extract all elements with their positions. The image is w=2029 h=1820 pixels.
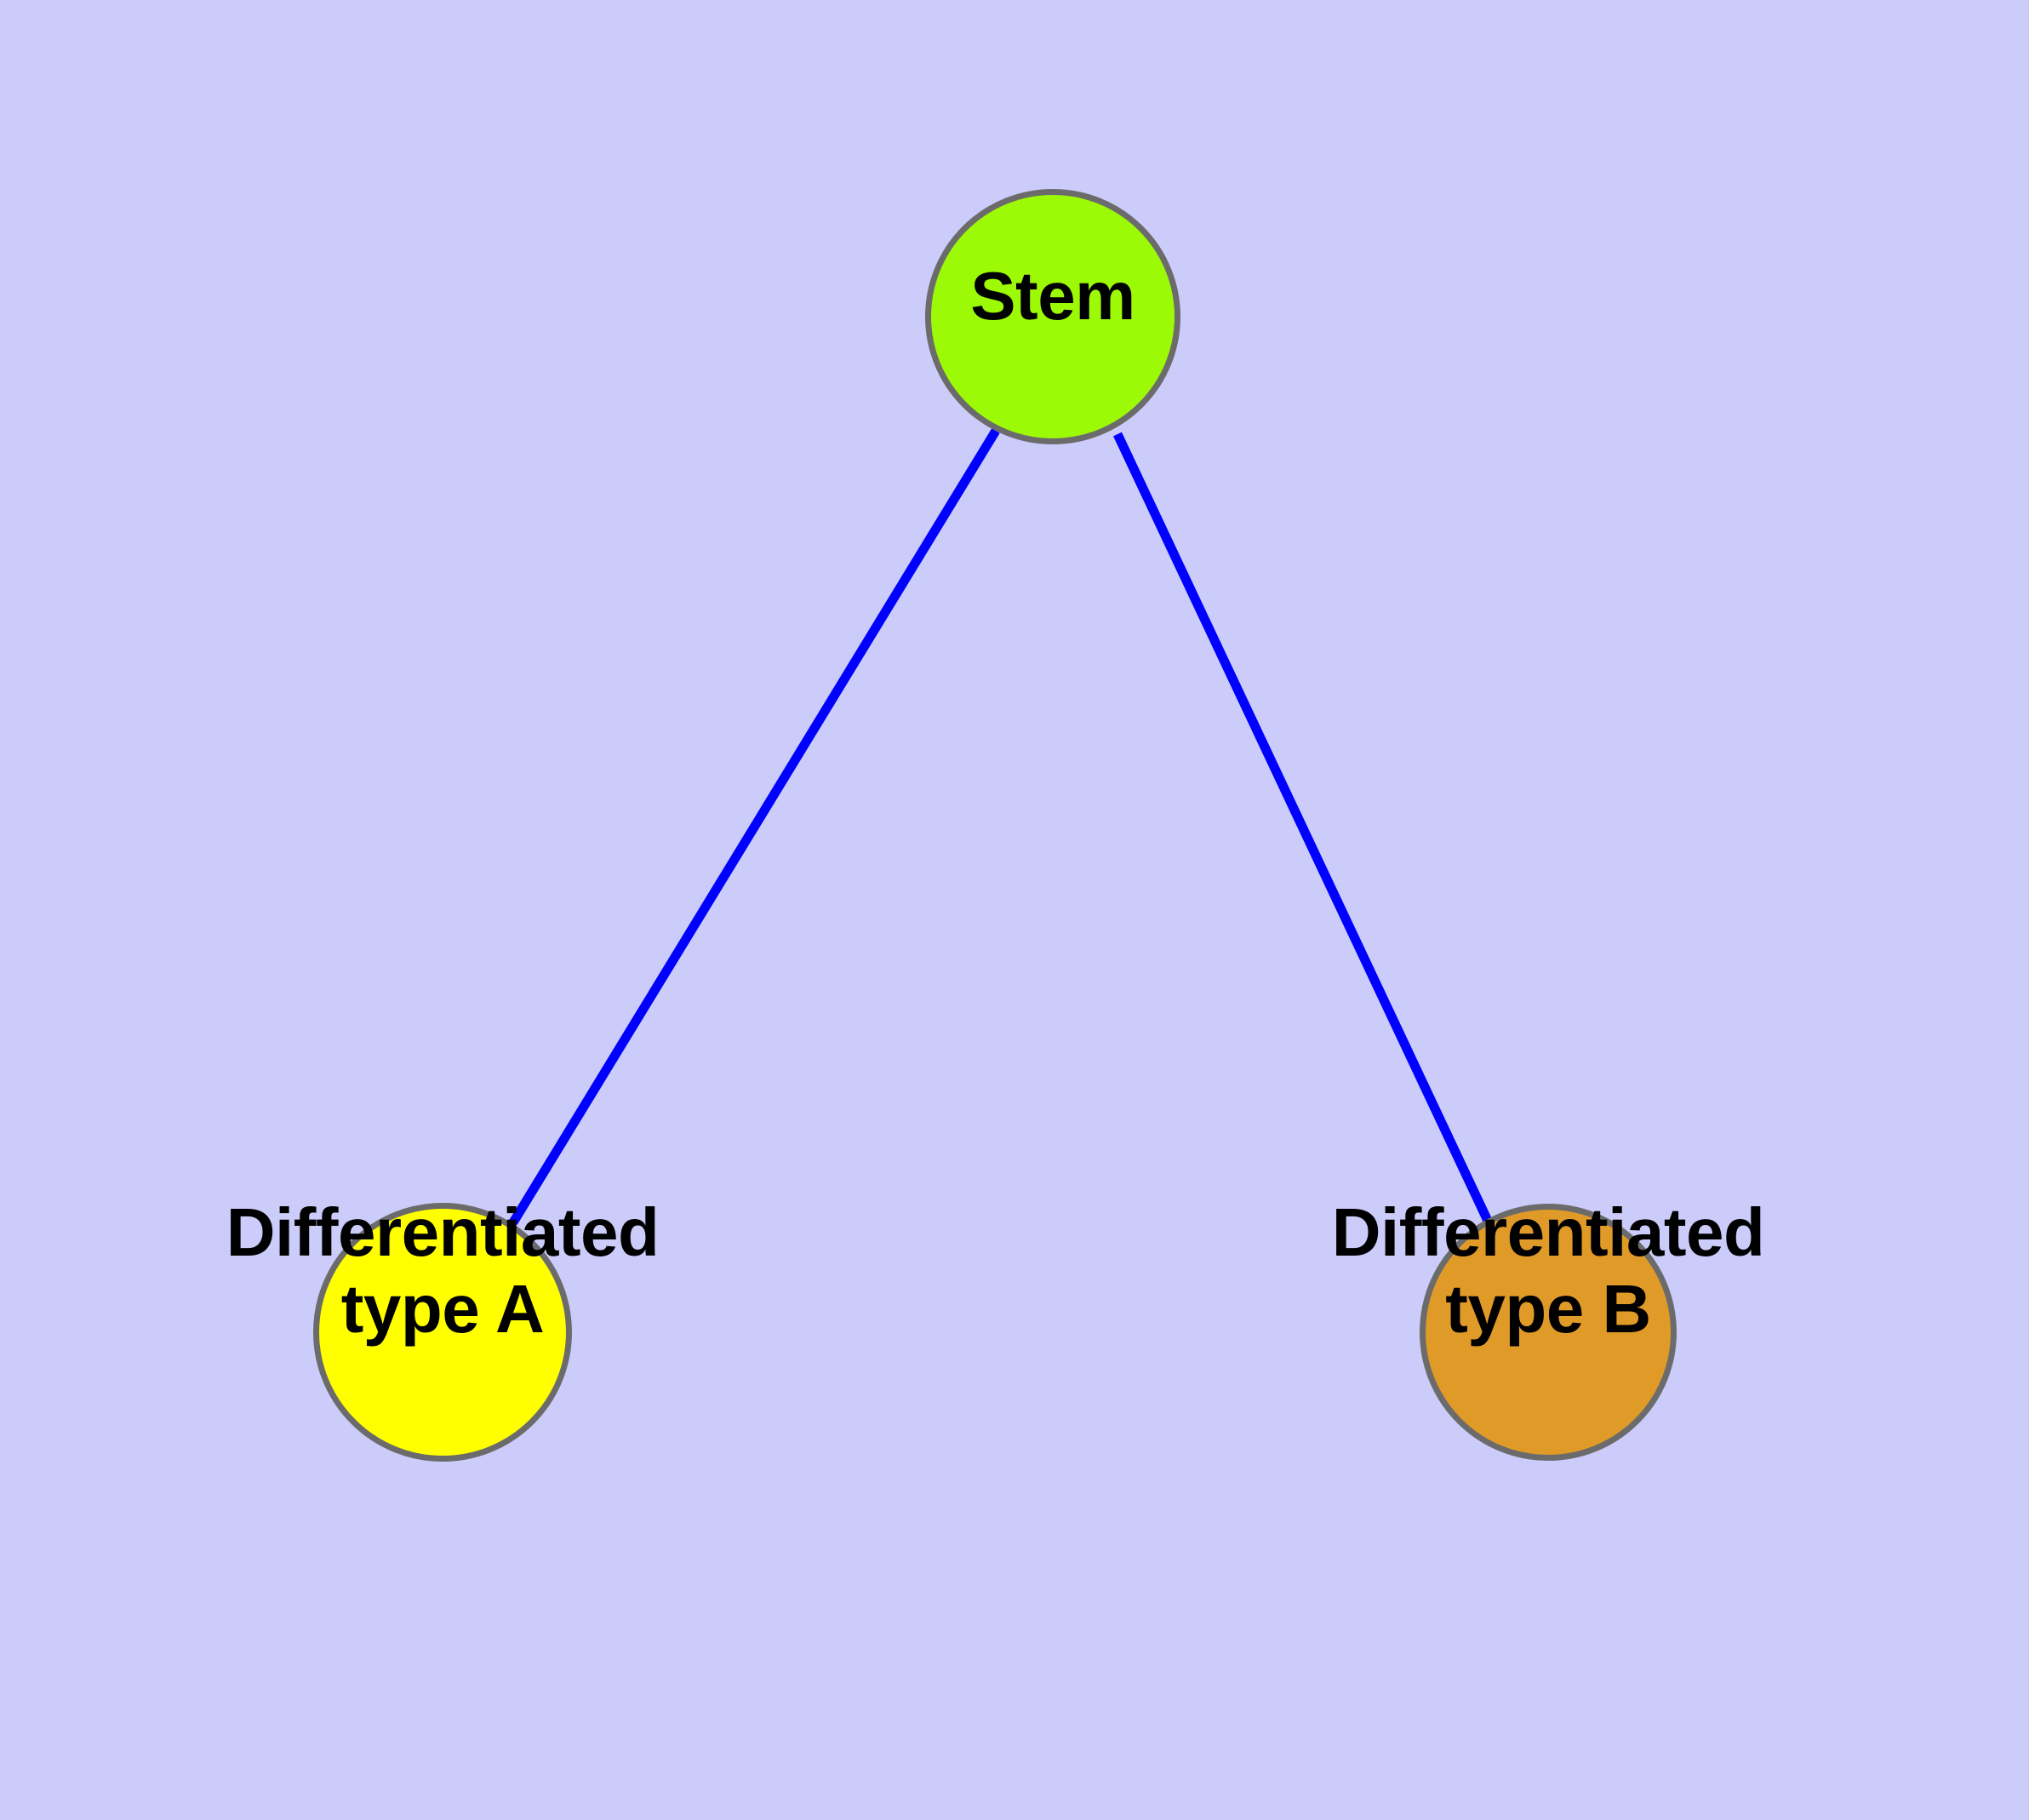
edge-stem-to-diff-b — [1113, 432, 1492, 1223]
edge-stem-to-diff-a — [509, 428, 1000, 1225]
node-diff-a[interactable] — [313, 1203, 572, 1462]
node-diff-b[interactable] — [1420, 1204, 1677, 1461]
node-stem[interactable] — [925, 189, 1180, 444]
